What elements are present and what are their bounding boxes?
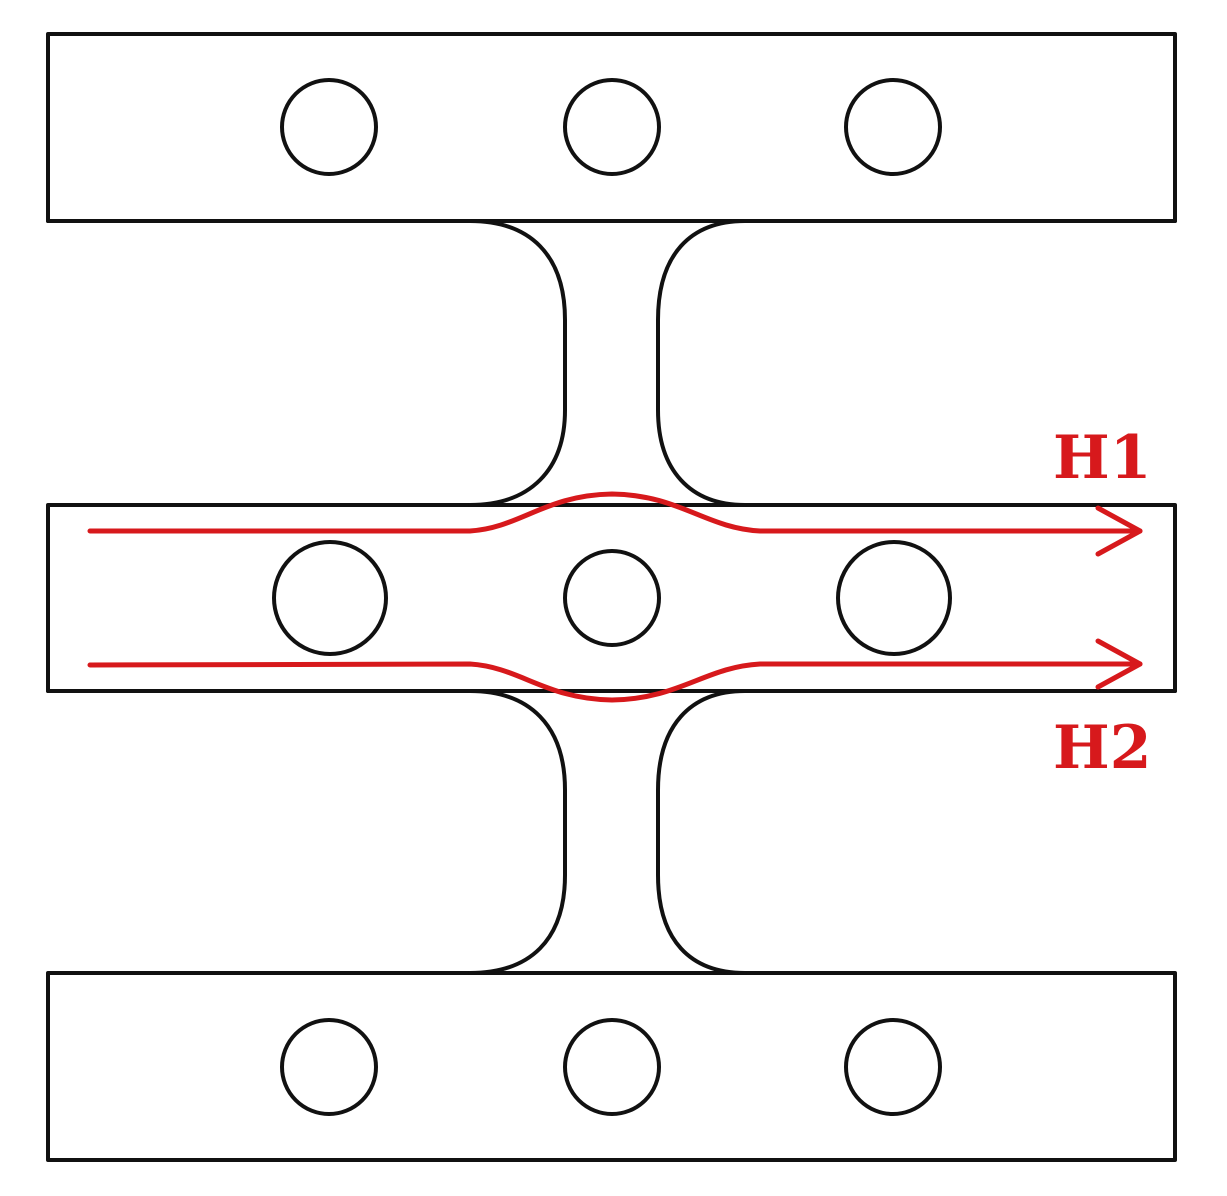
bottom-hole-left bbox=[280, 1018, 378, 1116]
flow-label-h1: H1 bbox=[1053, 423, 1151, 493]
lower-neck-left-edge bbox=[46, 689, 567, 975]
top-hole-right bbox=[844, 78, 942, 176]
upper-neck-left-edge bbox=[46, 219, 567, 507]
bottom-grip-plate bbox=[46, 971, 1177, 1162]
flow-label-h2: H2 bbox=[1053, 713, 1151, 783]
flow-arrowhead-h1 bbox=[1095, 505, 1143, 557]
flow-arrowhead-h2 bbox=[1095, 638, 1143, 690]
upper-neck-right-edge bbox=[656, 219, 1177, 507]
middle-hole-right bbox=[836, 540, 952, 656]
middle-hole-left bbox=[272, 540, 388, 656]
top-hole-left bbox=[280, 78, 378, 176]
flow-path-h1 bbox=[87, 491, 1143, 534]
bottom-hole-right bbox=[844, 1018, 942, 1116]
lower-neck-right-edge bbox=[656, 689, 1177, 975]
top-grip-plate bbox=[46, 32, 1177, 223]
flow-path-h2 bbox=[87, 661, 1143, 703]
top-hole-center bbox=[563, 78, 661, 176]
bottom-hole-center bbox=[563, 1018, 661, 1116]
middle-hole-center bbox=[563, 549, 661, 647]
